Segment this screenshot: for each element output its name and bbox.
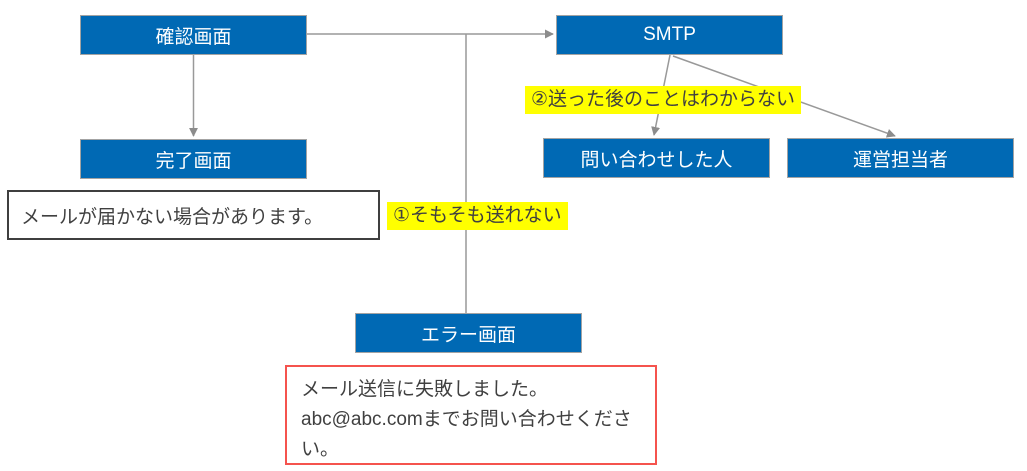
annotation-unknown-after-send-text: ②送った後のことはわからない bbox=[531, 89, 796, 110]
node-error-screen-label: エラー画面 bbox=[420, 324, 516, 346]
note-mail-undelivered-text: メールが届かない場合があります。 bbox=[21, 206, 324, 228]
node-inquirer-label: 問い合わせした人 bbox=[580, 149, 733, 171]
node-complete-screen-label: 完了画面 bbox=[155, 150, 232, 172]
node-complete-screen: 完了画面 bbox=[80, 139, 307, 179]
node-error-screen: エラー画面 bbox=[355, 313, 582, 353]
annotation-cannot-send: ①そもそも送れない bbox=[387, 202, 568, 230]
node-inquirer: 問い合わせした人 bbox=[543, 138, 770, 178]
annotation-unknown-after-send: ②送った後のことはわからない bbox=[525, 86, 802, 114]
node-confirm-screen: 確認画面 bbox=[80, 15, 307, 55]
node-operator-label: 運営担当者 bbox=[852, 149, 948, 171]
note-send-failed: メール送信に失敗しました。 abc@abc.comまでお問い合わせください。 bbox=[285, 365, 657, 465]
note-send-failed-line2: abc@abc.comまでお問い合わせください。 bbox=[301, 409, 632, 460]
annotation-cannot-send-text: ①そもそも送れない bbox=[393, 205, 562, 226]
note-send-failed-line1: メール送信に失敗しました。 bbox=[301, 379, 549, 400]
node-smtp-label: SMTP bbox=[643, 24, 696, 45]
node-smtp: SMTP bbox=[556, 15, 783, 55]
node-confirm-screen-label: 確認画面 bbox=[155, 26, 232, 48]
node-operator: 運営担当者 bbox=[787, 138, 1014, 178]
note-mail-undelivered: メールが届かない場合があります。 bbox=[7, 190, 380, 240]
